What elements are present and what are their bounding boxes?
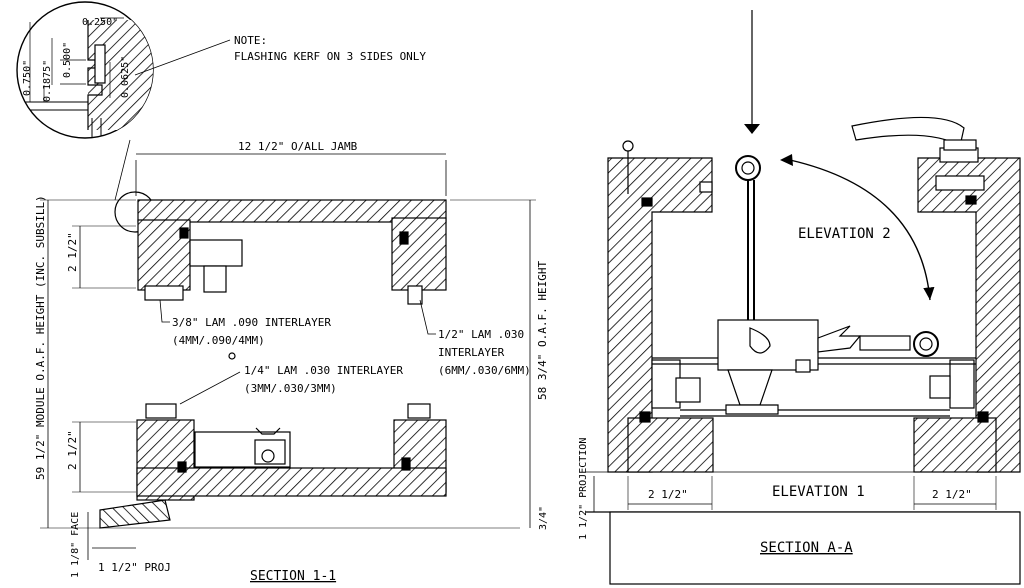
section-1-1-title: SECTION 1-1 (250, 569, 336, 584)
oaf-height-dim: 58 3/4" O.A.F. HEIGHT (536, 261, 549, 400)
callout-38-sub: (4MM/.090/4MM) (172, 334, 265, 347)
face-dim: 1 1/8" FACE (70, 512, 81, 578)
callout-14-sub: (3MM/.030/3MM) (244, 382, 337, 395)
detail-dim-4: 0.1875" (42, 60, 53, 102)
sill-member (136, 467, 447, 497)
section-1-1: NOTE: FLASHING KERF ON 3 SIDES ONLY 0.25… (16, 1, 549, 584)
upper-depth-dim: 2 1/2" (66, 232, 79, 272)
lower-depth-dim: 2 1/2" (66, 430, 79, 470)
elevation-2-label: ELEVATION 2 (798, 226, 891, 242)
detail-leader (114, 139, 131, 201)
section-a-a-title: SECTION A-A (760, 540, 853, 556)
elevation-2-arc (789, 159, 935, 301)
left-dim-label: 2 1/2" (648, 488, 688, 501)
left-sill-block (627, 417, 714, 473)
detail-dim-2: 0.500" (62, 42, 73, 78)
note-body: FLASHING KERF ON 3 SIDES ONLY (234, 50, 426, 63)
right-sill-block (913, 417, 997, 473)
detail-dim-1: 0.250" (82, 17, 118, 28)
right-dim-label: 2 1/2" (932, 488, 972, 501)
lift-ring-icon (735, 155, 761, 181)
elevation-1-label: ELEVATION 1 (772, 484, 865, 500)
callout-14-lam: 1/4" LAM .030 INTERLAYER (244, 364, 403, 377)
head-member (137, 199, 447, 223)
wing-nut-icon (749, 327, 771, 354)
callout-12-lam: 1/2" LAM .030 (438, 328, 524, 341)
upper-right-jamb (391, 217, 447, 291)
three-quarter-dim: 3/4" (538, 506, 549, 530)
callout-12-sub1: INTERLAYER (438, 346, 505, 359)
note-heading: NOTE: (234, 34, 267, 47)
upper-hardware (189, 239, 243, 267)
detail-dim-3: 0.750" (22, 60, 33, 96)
detail-dim-5: 0.0625" (120, 56, 131, 98)
note-leader (134, 39, 231, 76)
callout-38-lam: 3/8" LAM .090 INTERLAYER (172, 316, 331, 329)
subsill (99, 499, 171, 529)
module-height-dim: 59 1/2" MODULE O.A.F. HEIGHT (INC. SUBSI… (34, 195, 47, 480)
proj-dim: 1 1/2" PROJ (98, 561, 171, 574)
callout-12-sub2: (6MM/.030/6MM) (438, 364, 531, 377)
projection-dim: 1 1/2" PROJECTION (578, 438, 589, 540)
subsill-block (609, 511, 1021, 585)
section-a-a: ELEVATION 2 ELEVATION 1 2 1/2" 2 1/2" 1 … (578, 10, 1021, 585)
jamb-width-dim: 12 1/2" O/ALL JAMB (238, 140, 358, 153)
